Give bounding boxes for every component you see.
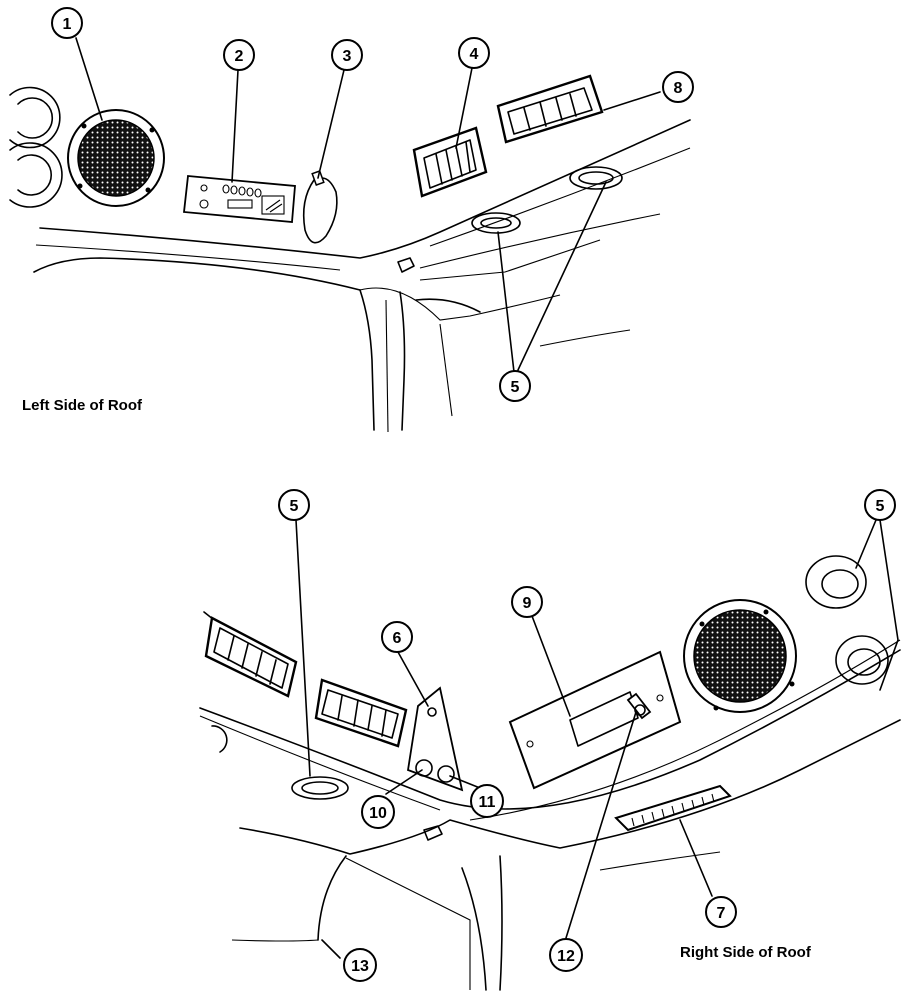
air-vent-icon: [314, 678, 408, 748]
svg-text:3: 3: [343, 48, 352, 65]
callout-5: 5: [864, 489, 896, 521]
svg-text:2: 2: [235, 48, 244, 65]
svg-text:5: 5: [290, 498, 299, 515]
roof-fixture-partial-left: [211, 725, 228, 753]
latch-icon: [397, 257, 415, 273]
svg-text:5: 5: [876, 498, 885, 515]
dome-light-icon: [291, 776, 349, 800]
dome-light-icon: [569, 166, 623, 190]
callout-4: 4: [458, 37, 490, 69]
svg-text:5: 5: [511, 379, 520, 396]
speaker-icon: [683, 599, 797, 713]
control-panel-icon: [406, 686, 464, 792]
callout-5: 5: [499, 370, 531, 402]
roof-fixture-partial-lower: [9, 142, 63, 208]
svg-text:11: 11: [479, 794, 496, 811]
grille-icon: [614, 784, 732, 832]
svg-text:10: 10: [369, 805, 387, 822]
svg-text:7: 7: [717, 905, 726, 922]
callout-10: 10: [361, 795, 395, 829]
svg-text:9: 9: [523, 595, 532, 612]
speaker-icon: [67, 109, 165, 207]
callout-6: 6: [381, 621, 413, 653]
dome-light-icon: [471, 212, 521, 234]
mounting-plate-icon: [508, 650, 682, 790]
air-vent-icon: [204, 616, 298, 698]
dome-light-icon: [835, 635, 889, 685]
radio-icon: [183, 175, 296, 223]
roof-fixture-partial-upper: [9, 86, 61, 149]
left-roof-view: [9, 37, 691, 433]
callout-9: 9: [511, 586, 543, 618]
callout-12: 12: [549, 938, 583, 972]
svg-text:8: 8: [674, 80, 683, 97]
callout-5: 5: [278, 489, 310, 521]
callout-7: 7: [705, 896, 737, 928]
microphone-icon: [302, 170, 338, 244]
callout-8: 8: [662, 71, 694, 103]
right-side-caption: Right Side of Roof: [680, 944, 811, 961]
callout-1: 1: [51, 7, 83, 39]
dome-light-icon: [805, 555, 867, 609]
svg-text:4: 4: [470, 46, 479, 63]
air-vent-icon: [496, 74, 604, 144]
svg-text:1: 1: [63, 16, 72, 33]
latch-icon: [423, 825, 443, 841]
air-vent-icon: [412, 126, 488, 198]
svg-text:12: 12: [557, 948, 575, 965]
callout-13: 13: [343, 948, 377, 982]
svg-text:6: 6: [393, 630, 402, 647]
callout-2: 2: [223, 39, 255, 71]
right-roof-view: [199, 519, 901, 991]
left-side-caption: Left Side of Roof: [22, 397, 142, 414]
callout-3: 3: [331, 39, 363, 71]
svg-text:13: 13: [351, 958, 369, 975]
callout-11: 11: [470, 784, 504, 818]
